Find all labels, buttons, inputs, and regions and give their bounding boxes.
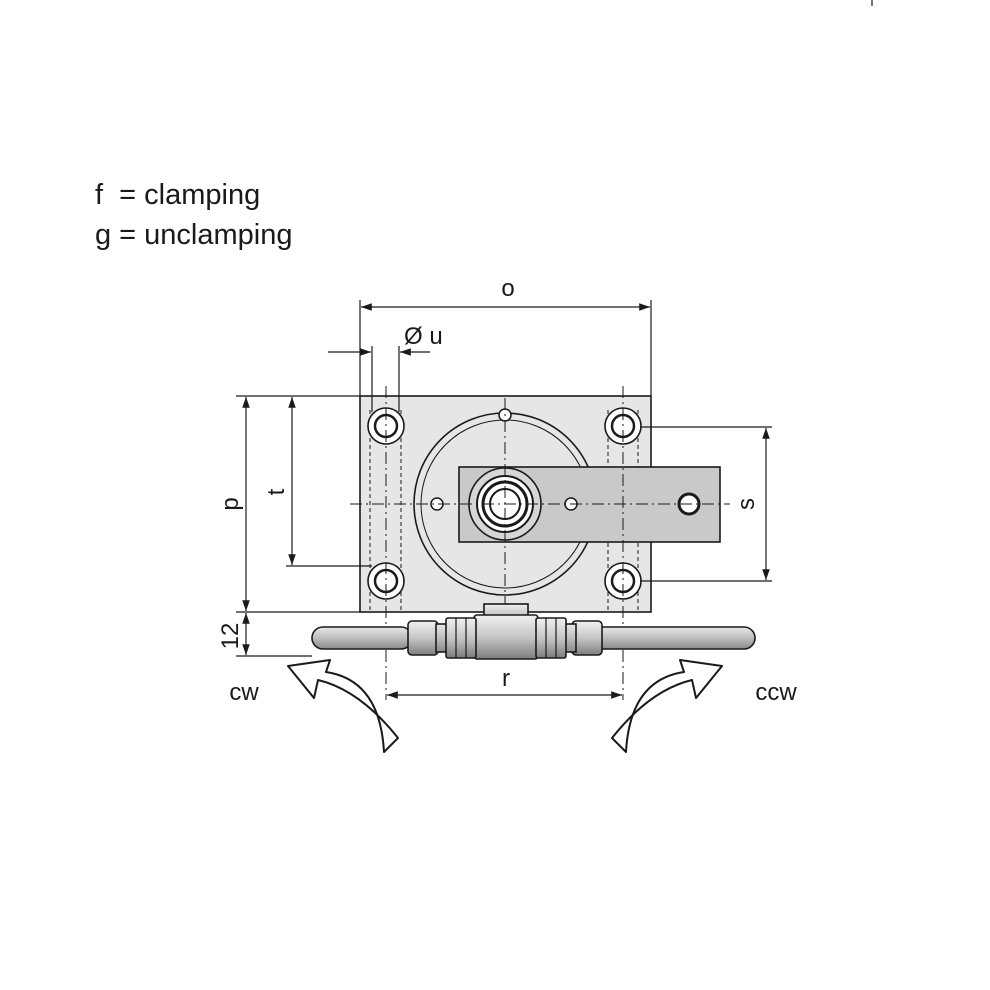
ccw-label: ccw: [755, 679, 797, 706]
cw-label: cw: [229, 679, 259, 706]
dimension-u: Ø u: [328, 323, 443, 412]
dimension-12-label: 12: [217, 623, 244, 650]
dimension-s: s: [640, 426, 772, 582]
center-lines: [350, 386, 730, 700]
dimension-12: 12: [217, 613, 312, 657]
legend: f = clamping g = unclamping: [95, 175, 293, 255]
cw-arrow: [287, 659, 399, 753]
mounting-hole-bl: [367, 562, 405, 600]
dimension-o-label: o: [501, 275, 514, 302]
dimension-s-label: s: [733, 498, 760, 510]
dimension-t: t: [263, 397, 372, 567]
legend-clamping: f = clamping: [95, 179, 261, 211]
dimension-r-label: r: [502, 665, 510, 692]
ccw-arrow: [611, 659, 723, 753]
dimension-t-label: t: [263, 488, 290, 495]
dimension-o: o: [359, 275, 652, 396]
dimension-r: r: [387, 665, 622, 699]
dimension-p-label: p: [217, 497, 244, 510]
dimension-p: p: [217, 395, 360, 613]
dimension-u-label: Ø u: [404, 323, 443, 350]
pneumatic-fitting: [311, 603, 756, 660]
legend-unclamping: g = unclamping: [95, 219, 293, 251]
